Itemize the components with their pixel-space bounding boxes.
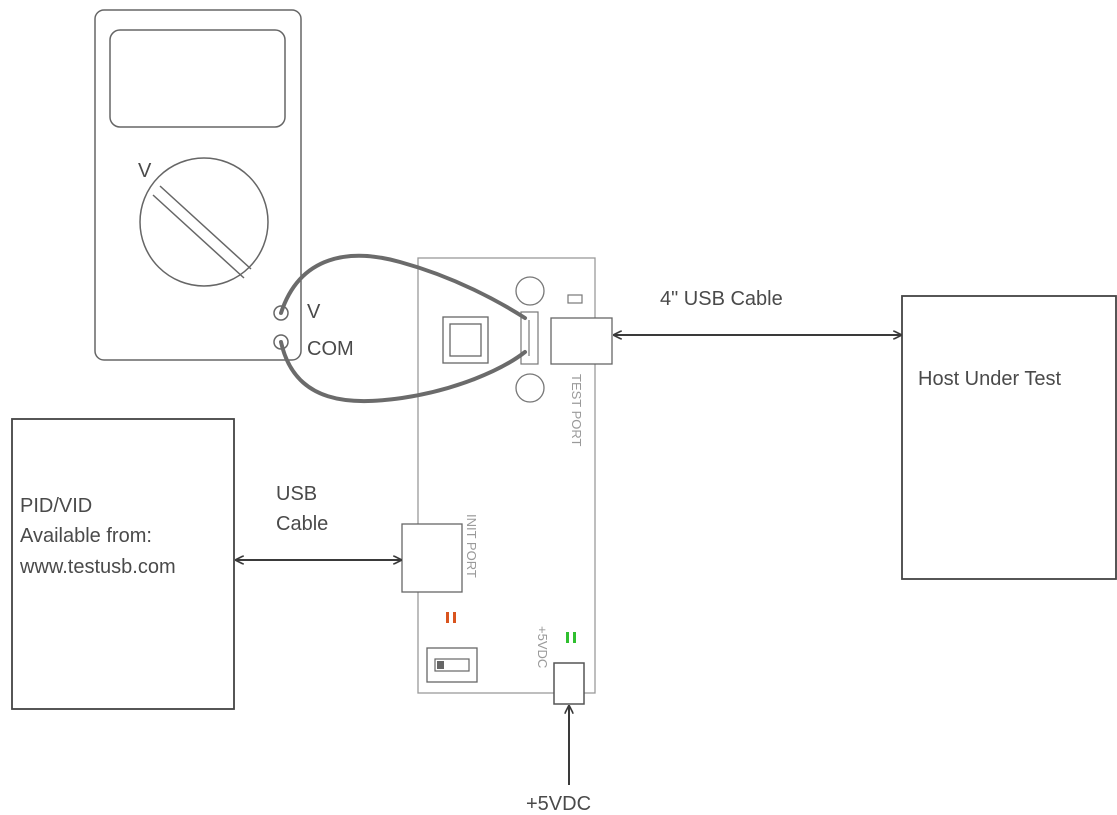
multimeter-dial bbox=[139, 157, 269, 287]
jack-com-label: COM bbox=[307, 338, 354, 360]
probe-wire-com bbox=[279, 340, 527, 403]
init-led-bar-left bbox=[446, 612, 449, 623]
init-port-connector bbox=[401, 523, 463, 593]
test-port-connector bbox=[550, 317, 613, 365]
power-switch-knob bbox=[437, 661, 444, 669]
multimeter-display bbox=[109, 29, 286, 128]
test-port-label: TEST PORT bbox=[569, 374, 584, 447]
init-port-label: INIT PORT bbox=[464, 514, 479, 578]
power-led-bar-left bbox=[566, 632, 569, 643]
board-button-bottom bbox=[515, 373, 545, 403]
board-button-top bbox=[515, 276, 545, 306]
test-usb-cable-label: 4" USB Cable bbox=[660, 288, 783, 310]
power-input-label: +5VDC bbox=[526, 793, 591, 815]
init-usb-cable-label-1: USB bbox=[276, 483, 317, 505]
jack-v-label: V bbox=[307, 301, 321, 323]
pidvid-source: PID/VID Available from: www.testusb.com bbox=[11, 418, 235, 710]
power-jack bbox=[553, 662, 585, 705]
host-under-test: Host Under Test bbox=[901, 295, 1117, 580]
cables: 4" USB Cable USB Cable +5VDC bbox=[236, 288, 901, 815]
power-jack-label: +5VDC bbox=[535, 626, 550, 668]
pidvid-line-2: Available from: bbox=[20, 525, 152, 547]
host-label: Host Under Test bbox=[918, 368, 1061, 390]
probe-wires bbox=[279, 253, 527, 403]
init-led-bar-right bbox=[453, 612, 456, 623]
dial-pointer bbox=[159, 185, 252, 270]
probe-wire-v bbox=[279, 253, 527, 320]
pidvid-line-1: PID/VID bbox=[20, 495, 92, 517]
multimeter: V V COM bbox=[94, 9, 354, 361]
dial-v-label: V bbox=[138, 160, 152, 182]
board-chip-inner bbox=[449, 323, 482, 357]
host-box bbox=[901, 295, 1117, 580]
pidvid-line-3: www.testusb.com bbox=[19, 556, 176, 578]
init-status-led bbox=[446, 612, 456, 623]
test-board: TEST PORT INIT PORT +5VDC bbox=[401, 257, 613, 705]
power-led-bar-right bbox=[573, 632, 576, 643]
init-usb-cable-label-2: Cable bbox=[276, 513, 328, 535]
board-small-indicator bbox=[567, 294, 583, 304]
dial-pointer-edge bbox=[152, 194, 245, 279]
pidvid-box bbox=[11, 418, 235, 710]
power-status-led bbox=[566, 632, 576, 643]
